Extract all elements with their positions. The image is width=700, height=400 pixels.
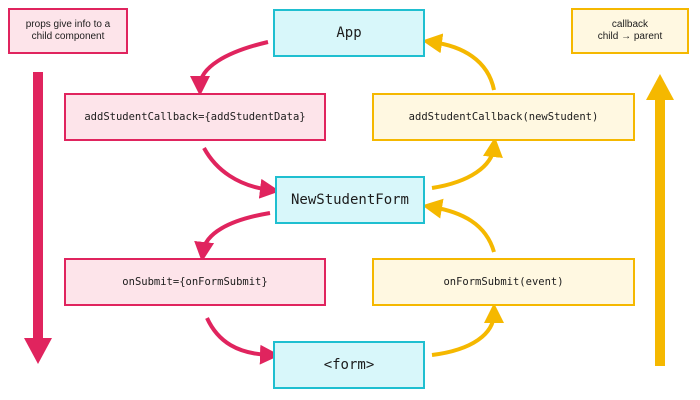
on-form-submit-call: onFormSubmit(event) xyxy=(372,258,635,306)
add-student-callback-call: addStudentCallback(newStudent) xyxy=(372,93,635,141)
newstudentform-component: NewStudentForm xyxy=(275,176,425,224)
app-component: App xyxy=(273,9,425,57)
arrow-app-to-prop xyxy=(190,40,269,96)
arrow-form-to-callback xyxy=(431,303,504,357)
callback-up-arrow xyxy=(646,74,674,366)
callback-note: callback child → parent xyxy=(571,8,689,54)
arrow-prop-to-form xyxy=(205,317,280,365)
props-down-arrow xyxy=(24,72,52,364)
arrow-callback-to-app xyxy=(422,33,496,91)
arrow-callback-to-newstudentform xyxy=(422,198,496,253)
add-student-callback-prop: addStudentCallback={addStudentData} xyxy=(64,93,326,141)
form-element: <form> xyxy=(273,341,425,389)
arrow-newstudentform-to-prop xyxy=(194,211,271,262)
on-submit-prop: onSubmit={onFormSubmit} xyxy=(64,258,326,306)
arrow-prop-to-newstudentform xyxy=(202,147,280,199)
props-note: props give info to a child component xyxy=(8,8,128,54)
arrow-newstudentform-to-callback xyxy=(431,137,503,190)
